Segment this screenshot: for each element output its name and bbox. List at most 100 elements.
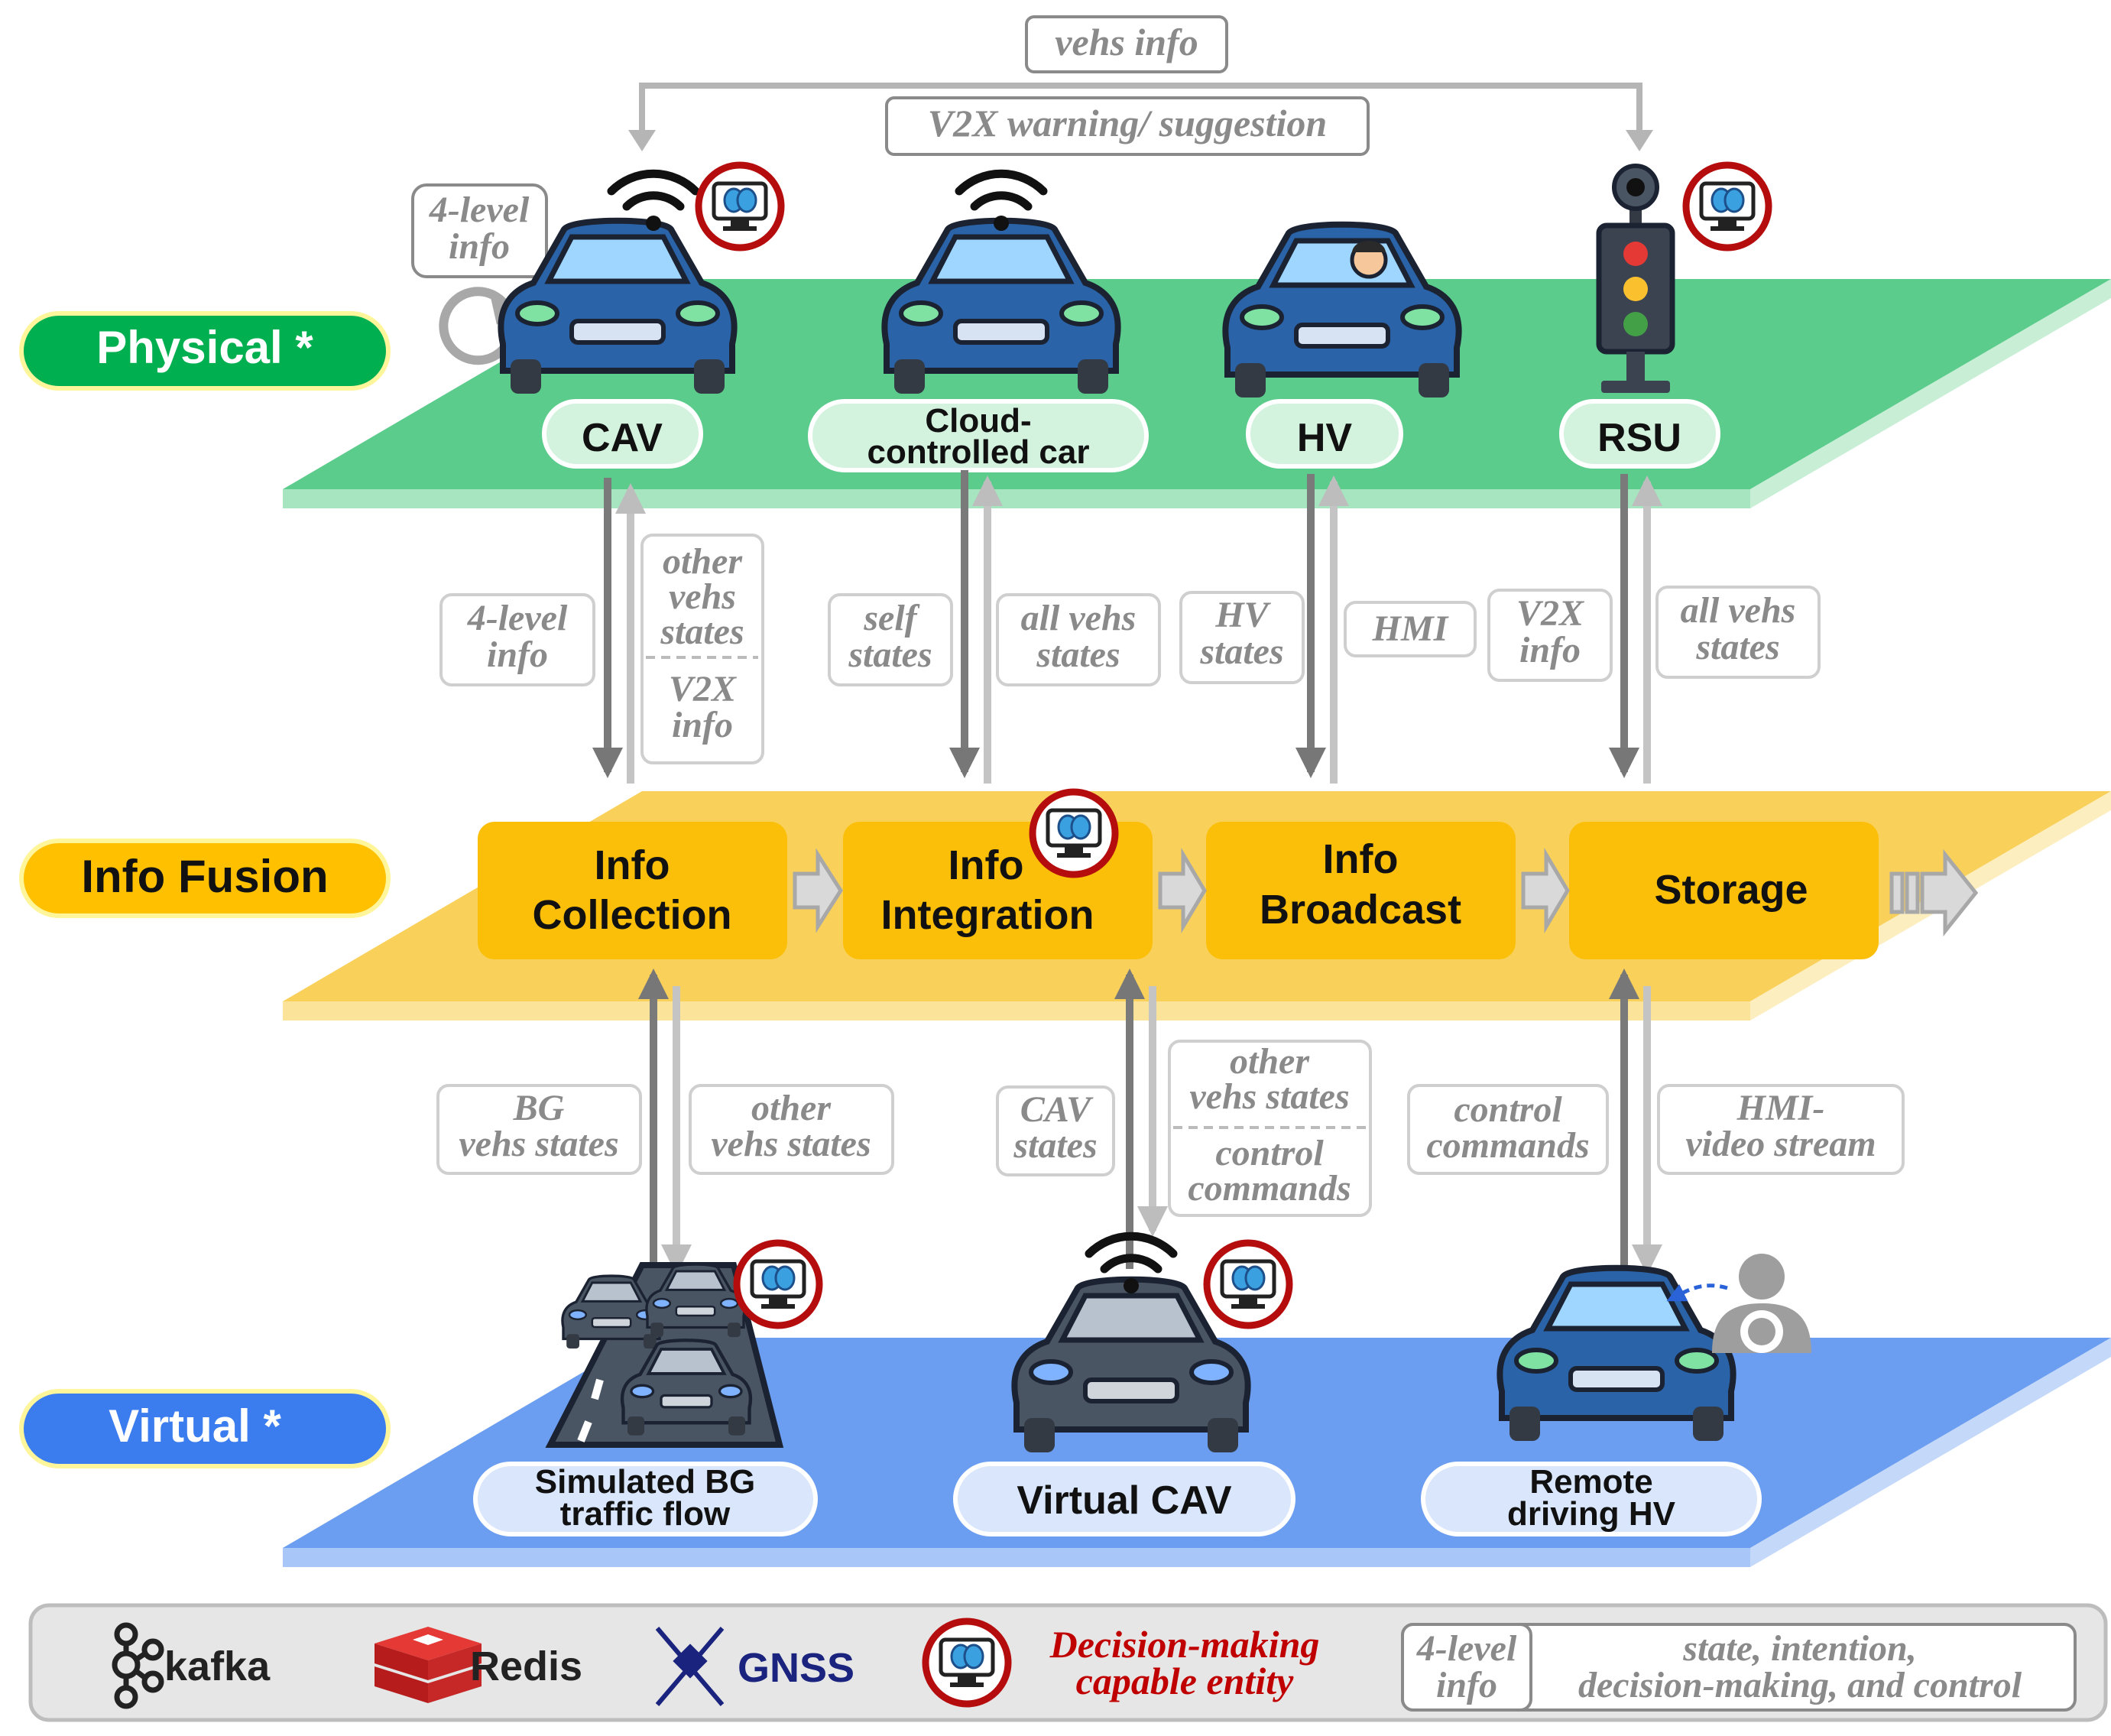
- remote-driver-icon: [1666, 1254, 1811, 1353]
- svg-text:4-level: 4-level: [467, 598, 568, 638]
- kafka-icon: [112, 1622, 164, 1709]
- svg-text:vehs states: vehs states: [1189, 1076, 1349, 1117]
- svg-text:video stream: video stream: [1685, 1124, 1876, 1164]
- svg-text:info: info: [487, 634, 548, 675]
- upper-arrows: [592, 470, 1662, 784]
- svg-text:other: other: [663, 541, 743, 582]
- svg-text:HV: HV: [1214, 595, 1271, 635]
- svg-text:Info Fusion: Info Fusion: [81, 851, 328, 902]
- svg-text:CAV: CAV: [582, 416, 663, 460]
- edge-label-hv-states: HV states: [1179, 591, 1305, 684]
- svg-text:Remote: Remote: [1529, 1463, 1652, 1501]
- svg-text:states: states: [1036, 634, 1120, 675]
- virtual-cav-label: Virtual CAV: [953, 1462, 1295, 1536]
- rsu-decision-badge-icon: [1686, 165, 1769, 248]
- svg-text:state, intention,: state, intention,: [1682, 1628, 1916, 1669]
- svg-text:Virtual CAV: Virtual CAV: [1017, 1478, 1232, 1523]
- legend-4level-definition: 4-level info state, intention, decision-…: [1401, 1623, 2077, 1712]
- simulated-bg-traffic-icon: [545, 1262, 784, 1448]
- svg-text:control: control: [1215, 1133, 1324, 1173]
- info-integration-decision-badge-icon: [1033, 792, 1115, 874]
- cav-decision-badge-icon: [699, 165, 781, 248]
- svg-text:V2X: V2X: [1516, 593, 1584, 634]
- kafka-label: kafka: [164, 1644, 271, 1689]
- svg-text:Info: Info: [595, 842, 670, 888]
- virtual-cav-decision-badge-icon: [1207, 1243, 1289, 1326]
- gnss-icon: [655, 1627, 725, 1706]
- rsu-traffic-light-icon: [1596, 164, 1675, 393]
- info-collection-box: Info Collection: [478, 822, 787, 959]
- legend-decision-line2: capable entity: [1076, 1660, 1294, 1702]
- svg-text:info: info: [672, 705, 733, 745]
- svg-text:commands: commands: [1426, 1125, 1589, 1166]
- svg-text:states: states: [1695, 627, 1779, 667]
- svg-text:Integration: Integration: [881, 892, 1094, 938]
- svg-text:Info: Info: [948, 842, 1024, 888]
- edge-label-v2x-info: V2X info: [1487, 589, 1613, 682]
- rsu-label: RSU: [1559, 399, 1720, 469]
- svg-text:vehs info: vehs info: [1055, 21, 1198, 63]
- edge-label-all-vehs-states-2: all vehs states: [1655, 586, 1821, 679]
- svg-text:CAV: CAV: [1020, 1089, 1094, 1130]
- svg-text:Info: Info: [1323, 836, 1399, 882]
- info-broadcast-box: Info Broadcast: [1206, 822, 1516, 959]
- svg-text:states: states: [660, 612, 744, 652]
- svg-text:other: other: [1230, 1041, 1310, 1082]
- svg-text:states: states: [848, 634, 932, 675]
- top-v2x-loop: [628, 83, 1653, 151]
- svg-text:HV: HV: [1297, 416, 1353, 460]
- svg-text:HMI: HMI: [1372, 608, 1450, 649]
- svg-text:states: states: [1199, 631, 1283, 672]
- edge-label-control-commands: control commands: [1407, 1084, 1609, 1175]
- edge-label-hmi: HMI: [1344, 601, 1477, 657]
- gnss-label: GNSS: [738, 1645, 854, 1691]
- svg-text:vehs states: vehs states: [711, 1124, 871, 1164]
- svg-text:all vehs: all vehs: [1681, 590, 1796, 631]
- lower-arrows: [638, 969, 1662, 1275]
- svg-text:all vehs: all vehs: [1021, 598, 1137, 638]
- cav-label: CAV: [542, 399, 703, 469]
- edge-label-cav-states: CAV states: [996, 1085, 1115, 1176]
- legend-decision-badge-icon: [926, 1621, 1008, 1704]
- edge-label-other-vehs-states: other vehs states: [689, 1084, 894, 1175]
- svg-text:commands: commands: [1188, 1168, 1351, 1209]
- edge-label-self-states: self states: [828, 593, 953, 686]
- edge-label-all-vehs-states-1: all vehs states: [996, 593, 1161, 686]
- svg-text:Cloud-: Cloud-: [925, 402, 1031, 440]
- svg-text:decision-making, and control: decision-making, and control: [1578, 1665, 2022, 1705]
- svg-text:Physical *: Physical *: [96, 322, 313, 373]
- svg-text:HMI-: HMI-: [1736, 1088, 1825, 1128]
- svg-text:info: info: [449, 226, 510, 267]
- vehs-info-label: vehs info: [1025, 15, 1228, 73]
- svg-text:controlled car: controlled car: [867, 433, 1090, 471]
- four-level-info-loop: 4-level info: [411, 183, 548, 365]
- svg-text:driving HV: driving HV: [1507, 1495, 1676, 1533]
- storage-box: Storage: [1569, 822, 1879, 959]
- svg-text:V2X warning/ suggestion: V2X warning/ suggestion: [928, 102, 1327, 144]
- edge-label-bg-vehs-states: BG vehs states: [436, 1084, 642, 1175]
- bg-traffic-decision-badge-icon: [737, 1243, 819, 1326]
- svg-text:Simulated BG: Simulated BG: [535, 1463, 756, 1501]
- redis-icon: [375, 1627, 482, 1703]
- v2x-warning-label: V2X warning/ suggestion: [885, 96, 1370, 156]
- pipeline-arrows: [793, 847, 1979, 937]
- svg-text:vehs states: vehs states: [459, 1124, 618, 1164]
- svg-text:control: control: [1454, 1089, 1562, 1130]
- svg-text:Broadcast: Broadcast: [1260, 887, 1461, 933]
- cloud-controlled-car-label: Cloud- controlled car: [808, 399, 1149, 472]
- svg-text:states: states: [1013, 1125, 1097, 1166]
- svg-text:traffic flow: traffic flow: [560, 1495, 731, 1533]
- redis-label: Redis: [470, 1644, 582, 1689]
- svg-text:4-level: 4-level: [429, 190, 530, 230]
- cloud-controlled-car-icon: [884, 221, 1117, 394]
- remote-driving-hv-icon: [1500, 1268, 1733, 1441]
- svg-text:info: info: [1436, 1665, 1497, 1705]
- svg-text:Virtual *: Virtual *: [109, 1400, 281, 1452]
- svg-text:self: self: [863, 598, 919, 638]
- svg-text:RSU: RSU: [1597, 416, 1681, 460]
- fusion-layer-label: Info Fusion: [19, 839, 391, 918]
- edge-label-hmi-video-stream: HMI- video stream: [1657, 1084, 1905, 1175]
- edge-label-4level-info: 4-level info: [439, 593, 595, 686]
- svg-text:4-level: 4-level: [1416, 1628, 1517, 1669]
